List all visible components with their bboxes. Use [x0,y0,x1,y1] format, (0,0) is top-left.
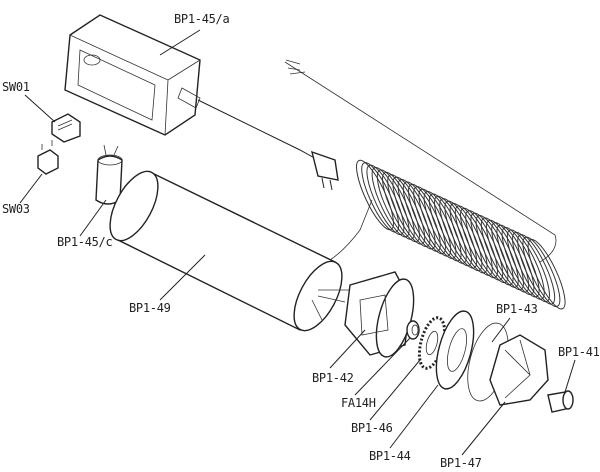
label-control-box: BP1-45/a [174,12,230,26]
motor-part [109,170,373,332]
bearing-part [406,320,420,340]
leader-lines [19,29,576,456]
label-gasket: BP1-43 [496,302,538,316]
label-diffuser-plate: BP1-44 [369,449,411,463]
switch-sw03-part [37,140,59,175]
switch-sw01-part [51,113,81,143]
label-outlet-fitting: BP1-41 [558,345,600,359]
label-switch-sw03: SW03 [2,202,30,216]
label-pump-housing: BP1-42 [312,371,354,385]
outlet-fitting-part [547,390,574,413]
coil-turn [527,239,566,310]
plug-part [311,150,339,191]
capacitor-part [95,144,123,205]
pump-cover-part [489,334,549,406]
label-bearing: FA14H [341,396,376,410]
power-wires [284,59,557,263]
coil-turn [522,236,561,307]
diffuser-plate-part [435,310,475,390]
label-motor: BP1-49 [129,301,171,315]
cable-coil-part [356,159,566,310]
label-switch-sw01: SW01 [2,80,30,94]
label-pump-cover: BP1-47 [440,456,482,470]
coil-turn [506,229,545,300]
coil-turn [517,234,556,305]
control-box-part [64,14,319,161]
label-impeller: BP1-46 [351,421,393,435]
coil-turn [512,231,550,303]
pump-housing-part [344,271,415,358]
label-capacitor: BP1-45/c [57,235,113,249]
